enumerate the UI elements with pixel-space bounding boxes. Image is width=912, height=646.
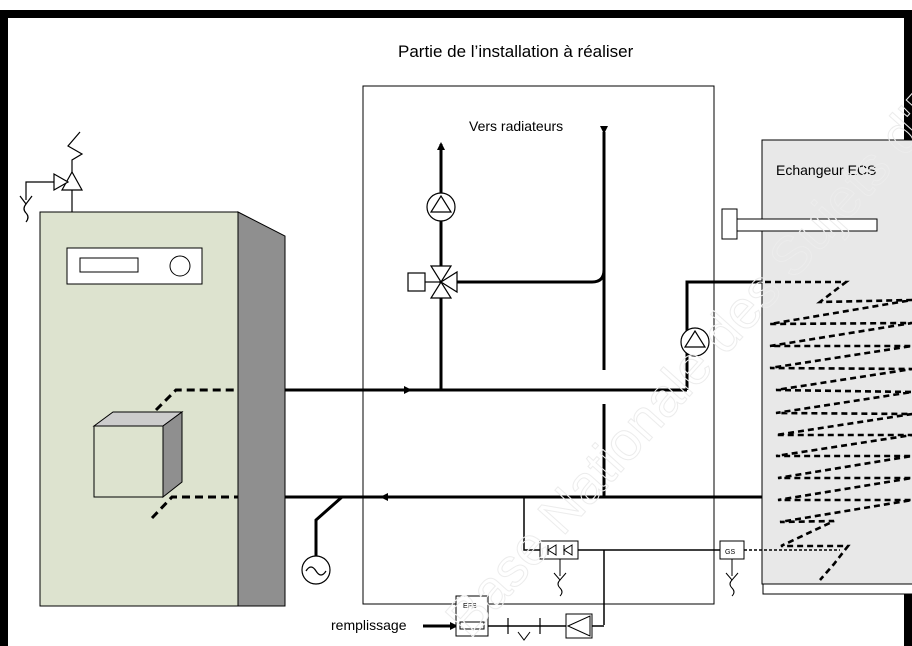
burner-front — [93, 425, 164, 498]
filling-drain — [517, 631, 531, 641]
gs-label: GS — [725, 549, 735, 556]
efs-label: EFS — [463, 603, 477, 610]
display-screen — [79, 257, 139, 273]
heating-element-head — [721, 208, 738, 240]
bypass-pipe — [457, 269, 606, 284]
three-way-valve — [407, 265, 458, 299]
safety-valve-assembly — [19, 131, 84, 223]
boiler-internal-return — [150, 495, 238, 520]
burner-side — [162, 411, 183, 499]
dhw-pump — [680, 327, 710, 357]
expansion-vessel — [301, 555, 331, 585]
installation-area-box — [362, 85, 715, 605]
safety-group-drain — [725, 559, 739, 597]
disconnector — [565, 613, 593, 639]
diagram-title: Partie de l’installation à réaliser — [398, 42, 634, 61]
radiators-label: Vers radiateurs — [469, 118, 563, 134]
efs-window — [459, 621, 485, 630]
disconnector-symbol — [566, 615, 591, 637]
cold-water-branch — [523, 497, 540, 551]
filling-label: remplissage — [331, 617, 407, 633]
exchanger-coil — [765, 280, 912, 581]
exchanger-body — [761, 139, 912, 585]
check-valve-drain — [553, 559, 567, 597]
boiler-internal-flow — [154, 388, 238, 412]
radiator-pump — [426, 192, 456, 222]
exchanger-label: Echangeur ECS — [776, 162, 876, 178]
valve-actuator — [407, 272, 426, 292]
control-knob — [169, 255, 191, 277]
boiler-side-face — [237, 211, 286, 607]
boiler — [39, 211, 286, 607]
expansion-branch — [314, 495, 343, 556]
dhw-exchanger: Echangeur ECS — [721, 139, 912, 595]
